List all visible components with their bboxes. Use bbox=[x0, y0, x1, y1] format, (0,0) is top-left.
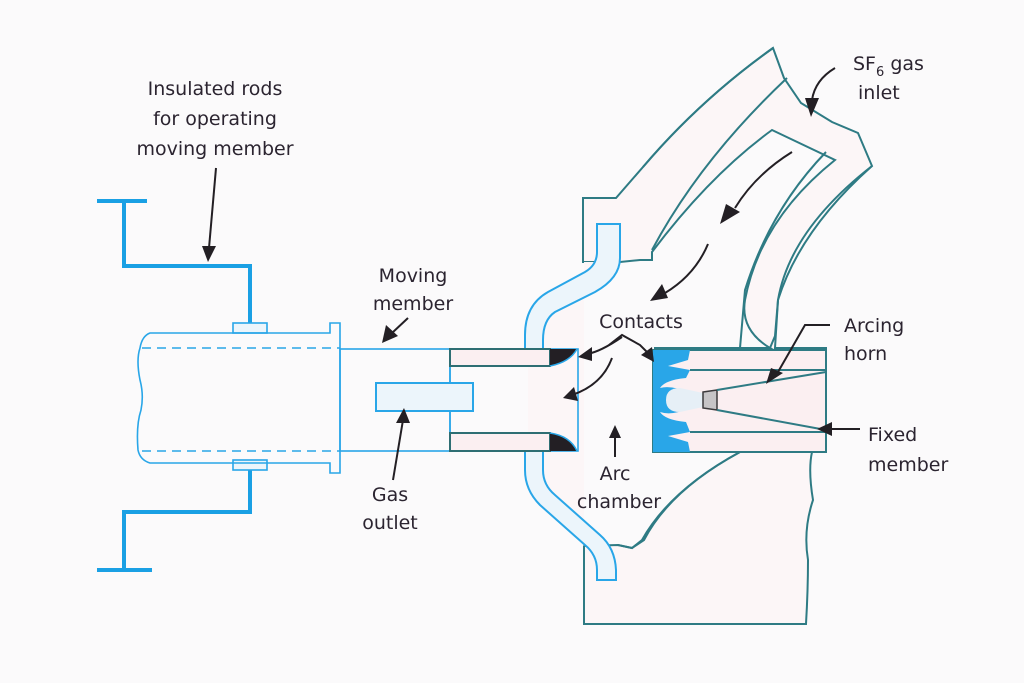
horn-upper-edge bbox=[716, 371, 827, 391]
label-moving-member-line2: member bbox=[373, 293, 453, 315]
label-sf6-inlet-line2: inlet bbox=[858, 82, 900, 104]
duct-lower-curve bbox=[739, 151, 827, 349]
contact-tip-lower bbox=[550, 433, 577, 451]
label-gas-outlet-line1: Gas bbox=[372, 484, 408, 506]
label-insulated-rods-line2: for operating bbox=[153, 108, 277, 130]
label-arcing-horn-line1: Arcing bbox=[844, 315, 904, 337]
inlet-duct-and-chamber bbox=[582, 46, 874, 625]
label-fixed-member-line1: Fixed bbox=[868, 424, 917, 446]
contact-tip-upper bbox=[550, 349, 577, 366]
label-contacts: Contacts bbox=[599, 311, 683, 333]
duct-inner-wall bbox=[642, 47, 774, 168]
lower-nozzle-pipe bbox=[524, 450, 617, 581]
labels: Insulated rods for operating moving memb… bbox=[136, 53, 948, 534]
gas-outlet-block bbox=[375, 382, 474, 412]
upper-rod-collar bbox=[232, 322, 268, 334]
lower-rod-collar bbox=[232, 459, 268, 471]
label-gas-outlet-line2: outlet bbox=[362, 512, 418, 534]
upper-rod bbox=[97, 199, 252, 323]
insulated-rods bbox=[97, 199, 268, 572]
duct-inner-wall-2 bbox=[651, 77, 788, 251]
label-insulated-rods-line3: moving member bbox=[136, 138, 293, 160]
duct-outer-wall bbox=[769, 165, 873, 349]
moving-cylinder bbox=[136, 322, 341, 474]
annotation-arrows bbox=[202, 67, 860, 481]
arcing-horn-block bbox=[702, 389, 718, 411]
label-arc-chamber-line2: chamber bbox=[577, 491, 661, 513]
label-fixed-member-line2: member bbox=[868, 454, 948, 476]
lower-rod bbox=[97, 470, 252, 572]
arcing-horn-tip bbox=[666, 388, 703, 412]
fixed-member bbox=[652, 349, 827, 453]
moving-contact-lower bbox=[449, 432, 551, 452]
horn-lower-edge bbox=[716, 409, 827, 431]
label-insulated-rods-line1: Insulated rods bbox=[148, 78, 283, 100]
label-sf6-gas-line1: SF6 gas bbox=[853, 53, 924, 80]
moving-contact-upper bbox=[449, 348, 551, 367]
label-arcing-horn-line2: horn bbox=[844, 343, 887, 365]
label-moving-member-line1: Moving bbox=[379, 265, 448, 287]
chamber-lower-curve bbox=[617, 451, 741, 550]
label-arc-chamber-line1: Arc bbox=[600, 463, 631, 485]
